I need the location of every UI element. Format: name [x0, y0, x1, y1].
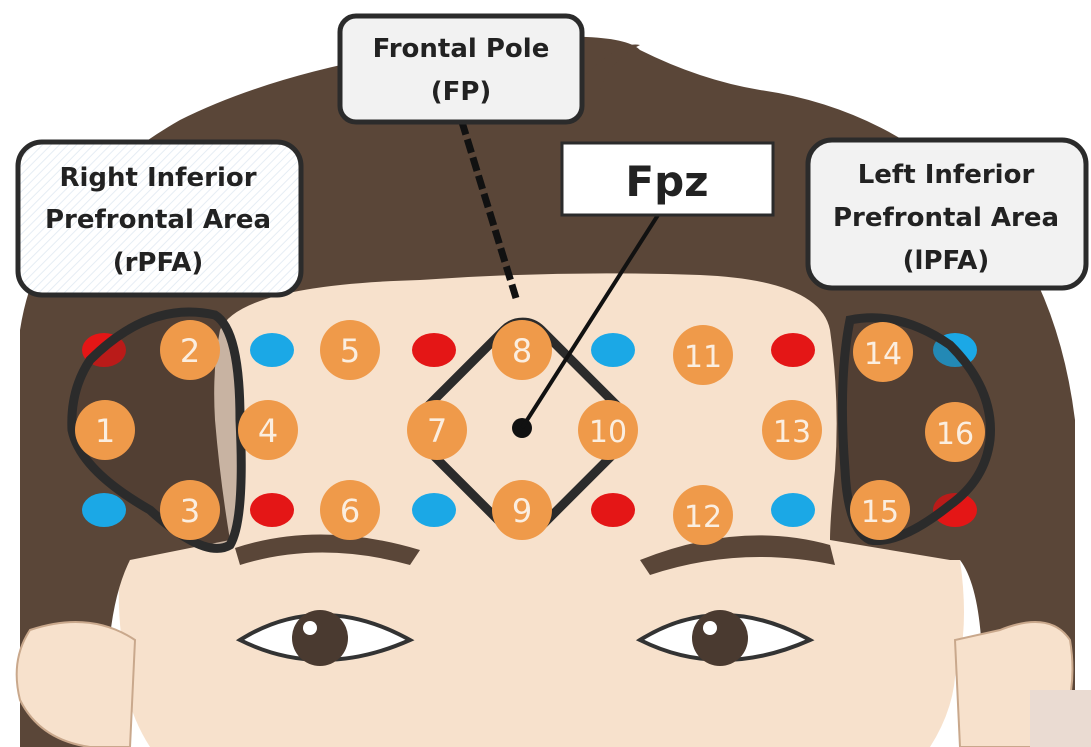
- svg-text:Right Inferior: Right Inferior: [59, 163, 256, 193]
- lpfa-label: Left Inferior Prefrontal Area (lPFA): [808, 140, 1086, 288]
- svg-text:8: 8: [512, 332, 532, 370]
- rpfa-label: Right Inferior Prefrontal Area (rPFA): [18, 142, 301, 295]
- channel-marker: 8: [492, 320, 552, 380]
- channel-marker: 3: [160, 480, 220, 540]
- channel-marker: 6: [320, 480, 380, 540]
- detector-optode: [250, 333, 294, 367]
- svg-text:1: 1: [95, 412, 115, 450]
- svg-text:9: 9: [512, 492, 532, 530]
- svg-text:5: 5: [340, 332, 360, 370]
- svg-text:10: 10: [589, 415, 627, 450]
- fpz-label: Fpz: [562, 143, 773, 215]
- channel-marker: 16: [925, 402, 985, 462]
- channel-marker: 14: [853, 322, 913, 382]
- svg-text:(lPFA): (lPFA): [903, 246, 990, 276]
- source-optode: [412, 333, 456, 367]
- svg-text:(rPFA): (rPFA): [113, 248, 204, 278]
- channel-marker: 12: [673, 485, 733, 545]
- svg-text:7: 7: [427, 412, 447, 450]
- svg-text:16: 16: [936, 417, 974, 452]
- detector-optode: [771, 493, 815, 527]
- detector-optode: [591, 333, 635, 367]
- svg-text:Frontal Pole: Frontal Pole: [373, 34, 550, 64]
- channel-marker: 2: [160, 320, 220, 380]
- channel-marker: 9: [492, 480, 552, 540]
- channel-marker: 13: [762, 400, 822, 460]
- channel-marker: 15: [850, 480, 910, 540]
- channel-marker: 4: [238, 400, 298, 460]
- channel-marker: 1: [75, 400, 135, 460]
- svg-text:Prefrontal Area: Prefrontal Area: [45, 205, 271, 235]
- source-optode: [591, 493, 635, 527]
- source-optode: [771, 333, 815, 367]
- svg-text:14: 14: [864, 337, 902, 372]
- svg-text:11: 11: [684, 340, 722, 375]
- channel-marker: 11: [673, 325, 733, 385]
- svg-text:12: 12: [684, 500, 722, 535]
- svg-text:2: 2: [180, 332, 200, 370]
- svg-text:(FP): (FP): [431, 77, 492, 107]
- detector-optode: [412, 493, 456, 527]
- channel-marker: 10: [578, 400, 638, 460]
- svg-text:3: 3: [180, 492, 200, 530]
- svg-text:Prefrontal Area: Prefrontal Area: [833, 203, 1059, 233]
- svg-text:6: 6: [340, 492, 360, 530]
- detector-optode: [82, 493, 126, 527]
- svg-text:Left Inferior: Left Inferior: [858, 160, 1035, 190]
- channel-marker: 5: [320, 320, 380, 380]
- frontal-pole-label: Frontal Pole (FP): [340, 16, 582, 122]
- channel-marker: 7: [407, 400, 467, 460]
- svg-text:4: 4: [258, 412, 278, 450]
- source-optode: [250, 493, 294, 527]
- svg-text:15: 15: [861, 495, 899, 530]
- svg-text:13: 13: [773, 415, 811, 450]
- svg-text:Fpz: Fpz: [625, 157, 708, 206]
